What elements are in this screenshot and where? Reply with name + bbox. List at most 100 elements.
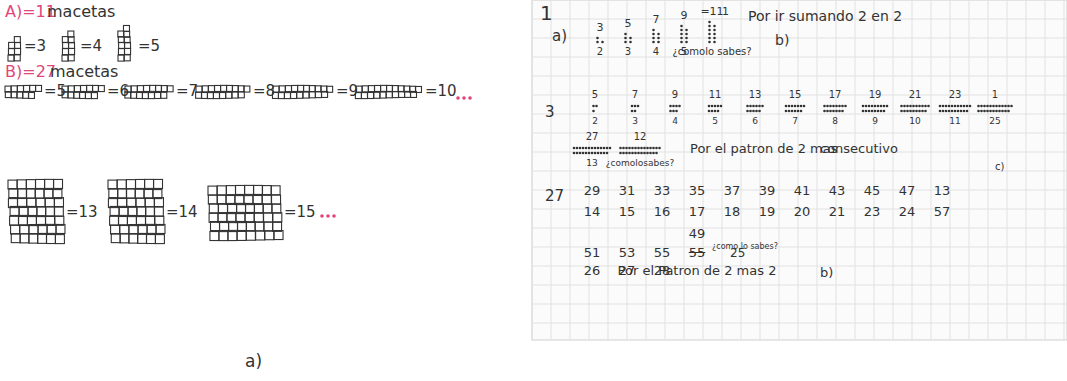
handwritten-label: 14 [584,205,601,220]
pink-ellipsis [320,214,336,218]
pot-square [14,55,20,61]
pot-square [28,206,37,215]
pot-square [386,92,392,98]
pot-square [128,206,137,215]
pot-square [315,86,321,92]
dot-figure [939,105,972,113]
pot-square [138,234,147,243]
handwritten-label: 10 [909,116,920,126]
handwritten-label: 26 [584,264,601,279]
handwritten-label: =5 [138,38,160,55]
pot-square [85,93,91,99]
handwritten-label: =5 [44,83,66,100]
pink-ellipsis [456,96,472,100]
pot-square [137,86,143,92]
handwritten-label: 1 [722,6,729,19]
pot-square [271,186,280,195]
pot-square [111,225,120,234]
pot-square [110,206,119,215]
handwritten-label: 13 [749,89,762,101]
dot-figure [573,147,612,155]
pot-square [244,86,250,92]
pot-square [303,92,309,98]
pot-square [62,55,68,61]
pot-square [291,92,297,98]
pot-square [118,49,124,55]
pot-square [23,92,29,98]
pot-square [265,231,274,240]
pot-square [213,93,219,99]
dot-figure [900,105,930,113]
handwritten-label: 19 [759,205,776,220]
handwritten-label: 27 [586,131,599,143]
pot-square [118,216,127,225]
pot-square [30,85,36,91]
pot-square [215,85,221,91]
pot-square [292,85,298,91]
pot-square [144,189,153,198]
pot-square [35,189,44,198]
handwritten-label: 5 [592,89,598,101]
pot-square [87,85,93,91]
pot-square [273,213,282,222]
handwritten-label: 25 [730,247,745,261]
pot-grid [108,179,165,243]
pot-square [220,221,229,230]
pot-square [44,189,53,198]
pot-square [69,48,75,54]
pot-square [119,206,128,215]
handwritten-label: B)=27 [5,63,56,81]
pot-square [46,235,55,244]
handwritten-label: 25 [989,116,1000,126]
pot-square [254,213,263,222]
pot-square [38,224,47,233]
pot-figure [196,85,250,98]
handwritten-label: 9 [672,89,678,101]
pot-square [135,189,144,198]
pot-square [68,92,74,98]
pot-square [20,225,29,234]
pot-square [285,86,291,92]
pot-square [226,186,235,195]
handwritten-label: =6 [107,83,129,100]
pot-square [36,179,45,188]
handwritten-label: a) [552,28,567,45]
pot-square [68,86,74,92]
pot-square [8,180,17,189]
pot-square [237,203,246,212]
handwritten-label: 15 [619,205,636,220]
pot-square [8,55,14,61]
pot-square [410,91,416,97]
pot-square [138,224,147,233]
handwritten-label: =15 [284,204,316,221]
handwritten-label: 8 [832,116,838,126]
pot-square [145,198,154,207]
pot-square [120,234,129,243]
pot-square [74,86,80,92]
handwritten-label: =10 [425,83,457,100]
pot-grid [208,185,283,240]
pot-square [309,86,315,92]
handwritten-label: 18 [724,205,741,220]
pot-square [246,222,255,231]
dot-figure [977,105,1013,113]
handwritten-label: 21 [909,89,922,101]
handwritten-label: 57 [934,205,951,220]
pot-square [274,231,283,240]
handwritten-label: 7 [653,14,660,27]
handwritten-label: 35 [689,184,706,199]
pot-square [161,92,167,98]
handwritten-label: 15 [789,89,802,101]
handwritten-label: =11 [700,6,723,19]
pot-square [262,195,271,204]
handwritten-label: Por ir sumando 2 en 2 [748,8,902,24]
handwritten-label: 29 [584,184,601,199]
pot-square [210,222,219,231]
handwritten-label: 43 [829,184,846,199]
handwritten-label: ¿comolo sabes? [672,46,751,58]
dot-figure [746,105,764,113]
dot-figure [631,105,640,113]
handwritten-label: 1 [540,2,553,25]
handwritten-label: 9 [681,10,688,23]
handwritten-label: 5 [712,116,718,126]
